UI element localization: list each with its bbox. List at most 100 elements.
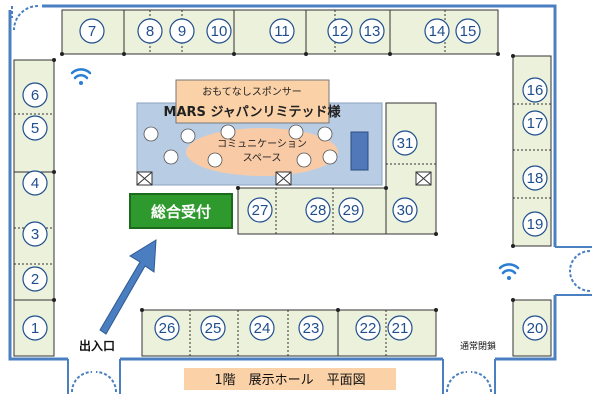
booth-27: 27 <box>247 197 273 223</box>
booth-16: 16 <box>522 77 548 103</box>
booth-number: 4 <box>31 175 39 192</box>
booth-number-circle <box>522 315 548 341</box>
booth-12: 12 <box>327 18 353 44</box>
booth-number-circle <box>269 18 295 44</box>
booth-number: 24 <box>254 320 271 337</box>
sponsor-line2: MARS ジャパンリミテッド様 <box>164 104 342 120</box>
booth-number-circle <box>79 18 105 44</box>
booth-number: 8 <box>146 23 154 40</box>
booth-13: 13 <box>359 18 385 44</box>
booth-number-circle <box>247 197 273 223</box>
booth-number-circle <box>359 18 385 44</box>
lounge-tables <box>143 124 338 168</box>
booth-30: 30 <box>392 197 418 223</box>
booth-18: 18 <box>522 165 548 191</box>
booth-number-circle <box>22 221 48 247</box>
booth-17: 17 <box>522 110 548 136</box>
booth-5: 5 <box>22 115 48 141</box>
booth-number-circle <box>22 115 48 141</box>
booth-number-circle <box>522 165 548 191</box>
closed-door-label: 通常閉鎖 <box>460 340 496 352</box>
booth-number-circle <box>22 266 48 292</box>
booth-number-circle <box>327 18 353 44</box>
booth-number: 23 <box>303 320 320 337</box>
reception-desk <box>129 193 233 229</box>
booth-26: 26 <box>154 315 180 341</box>
booth-number: 2 <box>31 271 39 288</box>
door-frames <box>8 4 592 394</box>
booth-14: 14 <box>424 18 450 44</box>
reception-label: 総合受付 <box>151 203 211 221</box>
booth-number: 7 <box>88 23 96 40</box>
booth-number: 15 <box>460 23 477 40</box>
communication-line1: コミュニケーション <box>217 138 307 150</box>
booth-25: 25 <box>200 315 226 341</box>
booth-number-circle <box>392 130 418 156</box>
booth-number-circle <box>137 18 163 44</box>
booth-number-circle <box>22 170 48 196</box>
booth-29: 29 <box>338 197 364 223</box>
booth-number: 19 <box>527 216 544 233</box>
booth-corner-dots <box>52 52 515 312</box>
booth-number-circle <box>387 315 413 341</box>
booth-1: 1 <box>22 315 48 341</box>
entrance-label: 出入口 <box>79 338 115 353</box>
booth-number-circle <box>249 315 275 341</box>
booth-number-circle <box>169 18 195 44</box>
booth-number: 5 <box>31 120 39 137</box>
display-screen <box>350 131 369 171</box>
hall-walls <box>8 4 557 361</box>
booth-2: 2 <box>22 266 48 292</box>
booth-number-circle <box>305 197 331 223</box>
booth-number-circle <box>355 315 381 341</box>
booth-number-circle <box>22 315 48 341</box>
booth-number-circle <box>392 197 418 223</box>
booth-number: 10 <box>211 23 228 40</box>
booth-number-circle <box>206 18 232 44</box>
booth-number: 18 <box>527 170 544 187</box>
booth-23: 23 <box>298 315 324 341</box>
sponsor-line1: おもてなしスポンサー <box>202 86 302 98</box>
booth-number-circle <box>455 18 481 44</box>
booth-24: 24 <box>249 315 275 341</box>
booth-21: 21 <box>387 315 413 341</box>
booth-number: 26 <box>159 320 176 337</box>
booth-number: 1 <box>31 320 39 337</box>
booth-8: 8 <box>137 18 163 44</box>
title-box <box>184 368 396 390</box>
booth-number: 12 <box>332 23 349 40</box>
booth-6: 6 <box>22 82 48 108</box>
booth-number: 25 <box>205 320 222 337</box>
box-x-icon <box>136 171 432 186</box>
booth-9: 9 <box>169 18 195 44</box>
booth-31: 31 <box>392 130 418 156</box>
wifi-icon <box>498 263 520 280</box>
booth-number: 27 <box>252 202 269 219</box>
booth-number-circle <box>522 211 548 237</box>
arrow-icon <box>99 239 157 335</box>
booth-number-circle <box>154 315 180 341</box>
booth-number: 20 <box>527 320 544 337</box>
booth-number-circle <box>22 82 48 108</box>
booth-10: 10 <box>206 18 232 44</box>
wifi-icon <box>70 68 92 85</box>
booth-7: 7 <box>79 18 105 44</box>
booth-4: 4 <box>22 170 48 196</box>
booth-number-circle <box>424 18 450 44</box>
booth-number: 13 <box>364 23 381 40</box>
booth-number: 30 <box>397 202 414 219</box>
sponsor-banner <box>175 79 330 124</box>
booth-number: 21 <box>392 320 409 337</box>
booth-number-circle <box>298 315 324 341</box>
booth-20: 20 <box>522 315 548 341</box>
booth-number-circle <box>522 77 548 103</box>
booth-number: 14 <box>429 23 446 40</box>
booth-number: 29 <box>343 202 360 219</box>
booth-22: 22 <box>355 315 381 341</box>
booth-19: 19 <box>522 211 548 237</box>
booth-28: 28 <box>305 197 331 223</box>
booth-number: 17 <box>527 115 544 132</box>
booth-15: 15 <box>455 18 481 44</box>
